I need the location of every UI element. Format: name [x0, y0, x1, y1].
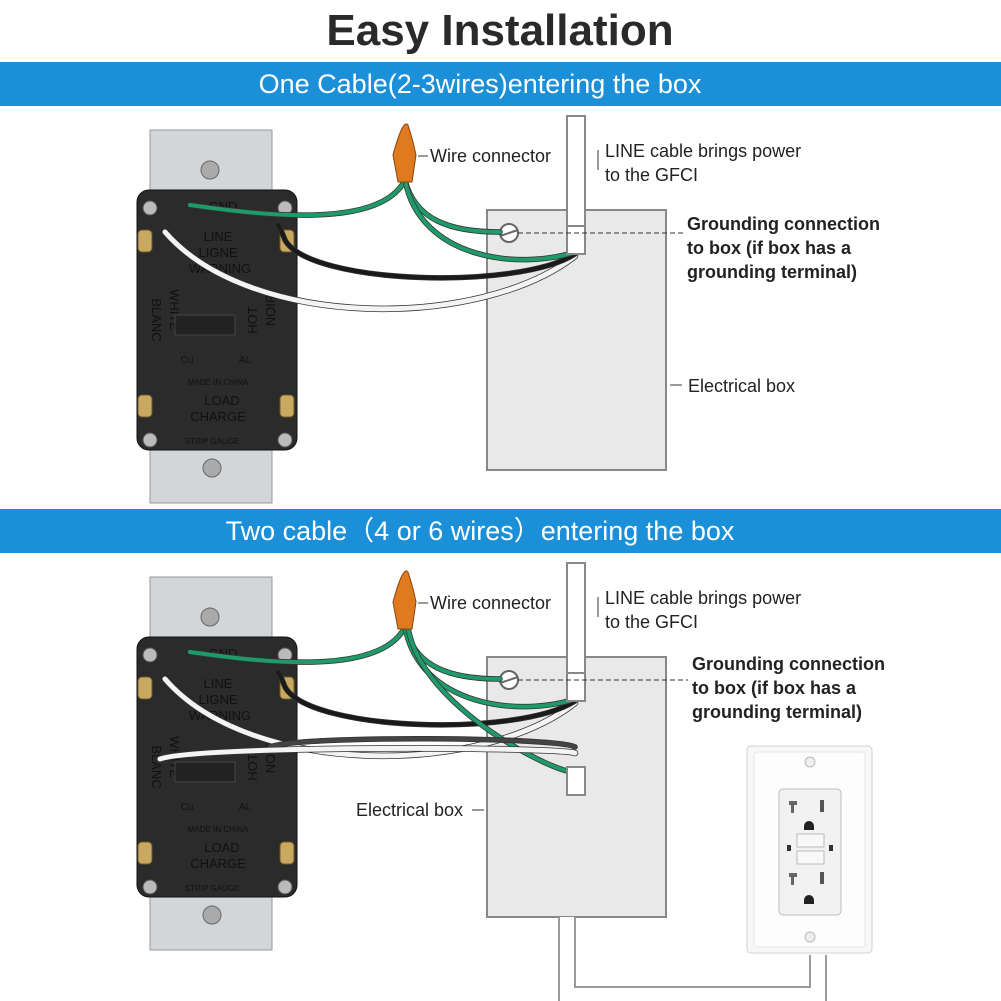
section-banner	[0, 509, 1001, 553]
page-title: Easy Installation	[326, 6, 673, 55]
mounting-screw-icon	[202, 905, 222, 925]
grounding-label: grounding terminal)	[687, 262, 857, 282]
grounding-label: to box (if box has a	[692, 678, 857, 698]
screw-icon	[804, 756, 816, 768]
mounting-screw-icon	[202, 458, 222, 478]
device-label: HOT	[245, 753, 260, 781]
mounting-screw-icon	[200, 607, 220, 627]
terminal-screw-icon	[137, 229, 153, 253]
mounting-screw-icon	[200, 160, 220, 180]
terminal-screw-icon	[137, 676, 153, 700]
line-cable-label: to the GFCI	[605, 165, 698, 185]
section-one-cable: One Cable(2-3wires)entering the boxGNDLI…	[0, 62, 1001, 504]
wire-connector-icon	[392, 123, 417, 183]
screw-icon	[142, 432, 158, 448]
device-label: CHARGE	[190, 856, 246, 871]
device-label: LOAD	[204, 393, 239, 408]
screw-icon	[277, 432, 293, 448]
neutral-wire-load	[157, 745, 578, 762]
screw-icon	[142, 647, 158, 663]
device-label: LINE	[204, 676, 233, 691]
device-label: MADE IN CHINA	[188, 825, 249, 834]
section-banner	[0, 62, 1001, 106]
grounding-label: to box (if box has a	[687, 238, 852, 258]
screw-icon	[142, 879, 158, 895]
device-label: LIGNE	[198, 245, 237, 260]
line-cable	[566, 562, 586, 688]
device-label: STRIP GAUGE	[185, 437, 240, 446]
section-banner-text: One Cable(2-3wires)entering the box	[259, 69, 702, 99]
terminal-screw-icon	[137, 394, 153, 418]
ground-wire	[188, 625, 407, 665]
device-label: BLANC	[149, 298, 164, 341]
ground-wire-load	[406, 625, 579, 775]
reset-button	[796, 850, 825, 865]
screw-icon	[142, 200, 158, 216]
hot-wire-load	[268, 736, 577, 749]
test-button	[796, 833, 825, 848]
device-label: BLANC	[149, 745, 164, 788]
line-cable-label: LINE cable brings power	[605, 588, 801, 608]
device-label: STRIP GAUGE	[185, 884, 240, 893]
device-label: LINE	[204, 229, 233, 244]
device-label: AL	[239, 355, 252, 366]
screw-icon	[804, 931, 816, 943]
section-two-cable: Two cable（4 or 6 wires）entering the boxG…	[0, 509, 1001, 951]
device-label: Cu	[181, 802, 194, 813]
device-label: LOAD	[204, 840, 239, 855]
device-label: NOIR	[263, 294, 278, 327]
ground-wire	[403, 178, 577, 262]
screw-icon	[277, 879, 293, 895]
hot-wire	[276, 670, 577, 727]
grounding-label: grounding terminal)	[692, 702, 862, 722]
device-label: Cu	[181, 355, 194, 366]
line-cable-label: to the GFCI	[605, 612, 698, 632]
grounding-label: Grounding connection	[687, 214, 880, 234]
terminal-screw-icon	[279, 841, 295, 865]
line-cable	[566, 115, 586, 241]
terminal-screw-icon	[279, 394, 295, 418]
neutral-wire	[162, 229, 578, 312]
finished-gfci-outlet	[558, 745, 873, 1001]
line-cable-label: LINE cable brings power	[605, 141, 801, 161]
neutral-wire	[162, 676, 578, 759]
electrical-box-label: Electrical box	[356, 800, 463, 820]
device-label: CHARGE	[190, 409, 246, 424]
ground-wire	[188, 178, 407, 218]
device-label: LIGNE	[198, 692, 237, 707]
hot-wire	[276, 223, 577, 280]
electrical-box-label: Electrical box	[688, 376, 795, 396]
cable-entry	[566, 225, 586, 255]
grounding-label: Grounding connection	[692, 654, 885, 674]
device-label: HOT	[245, 306, 260, 334]
wire-connector-label: Wire connector	[430, 146, 551, 166]
device-label: AL	[239, 802, 252, 813]
section-banner-text: Two cable（4 or 6 wires）entering the box	[226, 516, 735, 546]
wire-connector-icon	[392, 570, 417, 630]
load-cable-end	[566, 766, 586, 796]
cable-entry	[566, 672, 586, 702]
wire-connector-label: Wire connector	[430, 593, 551, 613]
device-label: MADE IN CHINA	[188, 378, 249, 387]
terminal-screw-icon	[137, 841, 153, 865]
